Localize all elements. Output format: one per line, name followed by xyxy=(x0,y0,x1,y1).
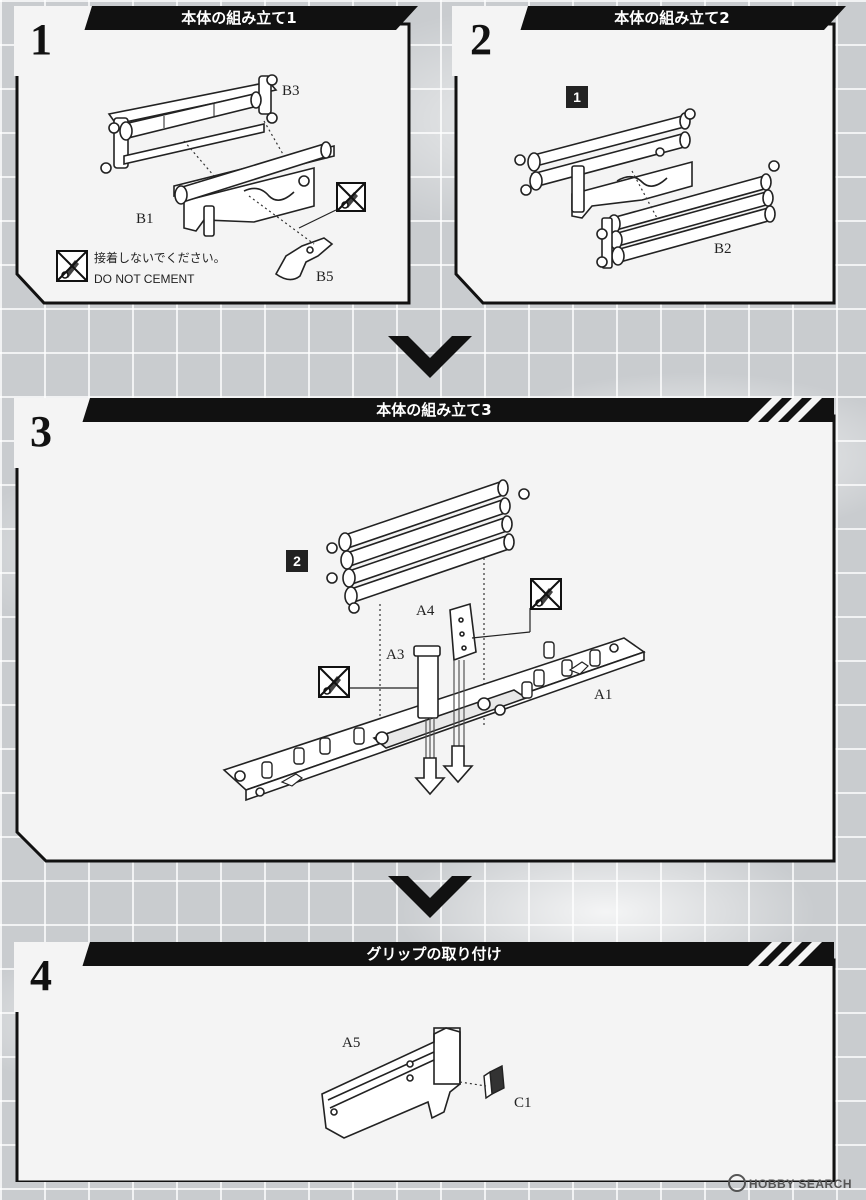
part-label-a4: A4 xyxy=(416,603,435,619)
step-title: グリップの取り付け xyxy=(366,945,502,963)
part-label-a1: A1 xyxy=(594,687,613,703)
part-label-b1: B1 xyxy=(136,211,154,227)
part-label-b2: B2 xyxy=(714,241,732,257)
step-number: 2 xyxy=(470,15,492,64)
step-2-panel: 2 本体の組み立て2 1 xyxy=(442,6,858,306)
chevron-down-icon xyxy=(388,876,472,918)
cement-warning-jp: 接着しないでください。 xyxy=(94,251,226,265)
chevron-down-icon xyxy=(388,336,472,378)
step-2-frame xyxy=(452,6,846,305)
watermark-logo-icon xyxy=(727,1174,746,1192)
step-4-panel: 4 グリップの取り付け A5 C1 xyxy=(14,942,858,1182)
step-number: 3 xyxy=(30,407,52,456)
step-1-frame xyxy=(14,6,418,305)
step-title: 本体の組み立て2 xyxy=(614,9,730,27)
step-title: 本体の組み立て3 xyxy=(376,401,492,419)
step-4-diagram xyxy=(321,1027,505,1139)
part-label-a5: A5 xyxy=(342,1035,361,1051)
step-3-frame xyxy=(14,398,836,863)
part-label-b5: B5 xyxy=(316,269,334,285)
cement-warning-en: DO NOT CEMENT xyxy=(94,272,195,286)
step-3-panel: 3 本体の組み立て3 2 xyxy=(14,398,858,864)
part-label-a3: A3 xyxy=(386,647,405,663)
part-label-b3: B3 xyxy=(282,83,300,99)
step-2-diagram xyxy=(514,108,780,269)
no-cement-icon xyxy=(530,578,562,610)
step-number: 1 xyxy=(30,15,52,64)
step-1-panel: 1 本体の組み立て1 xyxy=(14,6,434,306)
part-label-c1: C1 xyxy=(514,1095,532,1111)
watermark-text: HOBBY SEARCH xyxy=(748,1177,852,1191)
step-3-diagram xyxy=(222,479,646,802)
no-cement-icon xyxy=(336,182,366,212)
no-cement-icon xyxy=(56,250,88,282)
watermark: HOBBY SEARCH xyxy=(727,1174,852,1192)
step-1-diagram xyxy=(100,74,337,281)
step-number: 4 xyxy=(30,951,52,1000)
reference-step-badge: 2 xyxy=(286,550,308,572)
step-title: 本体の組み立て1 xyxy=(181,9,297,27)
reference-step-badge: 1 xyxy=(566,86,588,108)
no-cement-icon xyxy=(318,666,350,698)
